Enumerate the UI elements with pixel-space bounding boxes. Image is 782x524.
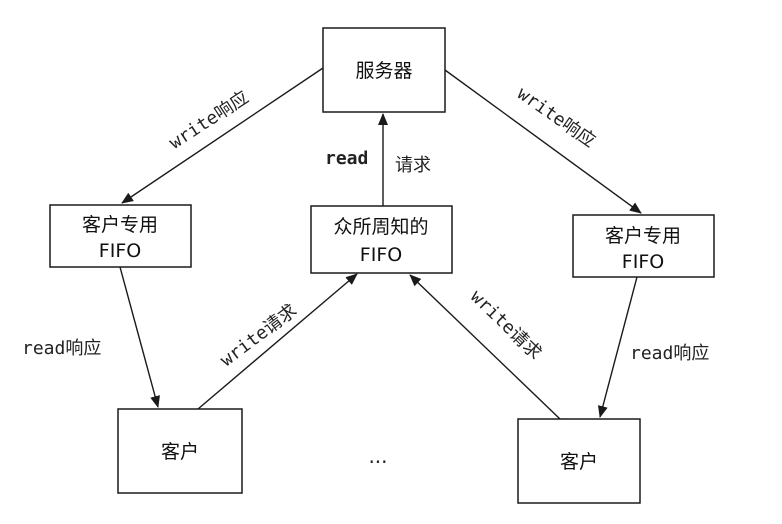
edge-label-mono: write	[513, 83, 569, 131]
edge-label-mono: write	[165, 107, 222, 154]
client-left-box	[117, 408, 243, 494]
server-label: 服务器	[355, 60, 412, 82]
svg-text:write请求: write请求	[216, 300, 301, 371]
well-known-fifo-line2: FIFO	[360, 244, 402, 266]
client-right-label: 客户	[560, 451, 598, 473]
edge-label-right-client-to-fifo: write请求	[466, 286, 545, 364]
arrow-server-to-left-fifo	[121, 67, 324, 204]
arrow-right-fifo-to-client	[597, 276, 638, 418]
arrow-right-client-to-fifo	[409, 274, 561, 420]
well-known-fifo-line1: 众所周知的	[333, 216, 428, 238]
edge-label-mono: read	[630, 343, 673, 364]
well-known-fifo-box	[310, 205, 453, 274]
client-fifo-left-line1: 客户专用	[82, 214, 158, 236]
client-right-box	[517, 418, 641, 504]
edge-label-server-to-right-fifo: write响应	[513, 83, 599, 152]
edge-label-right-fifo-to-client: read响应	[630, 343, 709, 364]
edge-label-left-fifo-to-client: read响应	[22, 338, 101, 359]
arrow-left-fifo-to-client	[119, 266, 160, 408]
more-clients-ellipsis: ...	[368, 444, 387, 468]
client-fifo-right-node: 客户专用 FIFO	[572, 214, 715, 278]
client-left-node: 客户	[117, 408, 243, 494]
arrow-left-client-to-fifo	[197, 273, 358, 410]
edge-label-fifo-to-server-mono: read	[325, 148, 368, 169]
edge-label-mono: read	[22, 338, 65, 359]
client-fifo-left-node: 客户专用 FIFO	[49, 204, 192, 268]
svg-text:write响应: write响应	[513, 83, 599, 152]
client-right-node: 客户	[517, 418, 641, 504]
client-left-label: 客户	[161, 441, 199, 463]
client-fifo-right-line1: 客户专用	[605, 225, 681, 247]
client-fifo-right-line2: FIFO	[622, 251, 664, 273]
client-fifo-right-box	[572, 214, 715, 278]
client-fifo-left-line2: FIFO	[99, 240, 141, 262]
server-box	[322, 27, 446, 113]
edge-label-left-client-to-fifo: write请求	[216, 300, 301, 371]
edge-label-mono: write	[216, 322, 272, 371]
edge-label-cn: 响应	[65, 338, 101, 359]
arrow-server-to-right-fifo	[444, 69, 642, 214]
client-fifo-left-box	[49, 204, 192, 268]
svg-text:write请求: write请求	[466, 286, 545, 364]
well-known-fifo-node: 众所周知的 FIFO	[310, 205, 453, 274]
server-node: 服务器	[322, 27, 446, 113]
edge-label-cn: 响应	[673, 343, 709, 364]
edge-label-fifo-to-server-cn: 请求	[395, 155, 431, 176]
